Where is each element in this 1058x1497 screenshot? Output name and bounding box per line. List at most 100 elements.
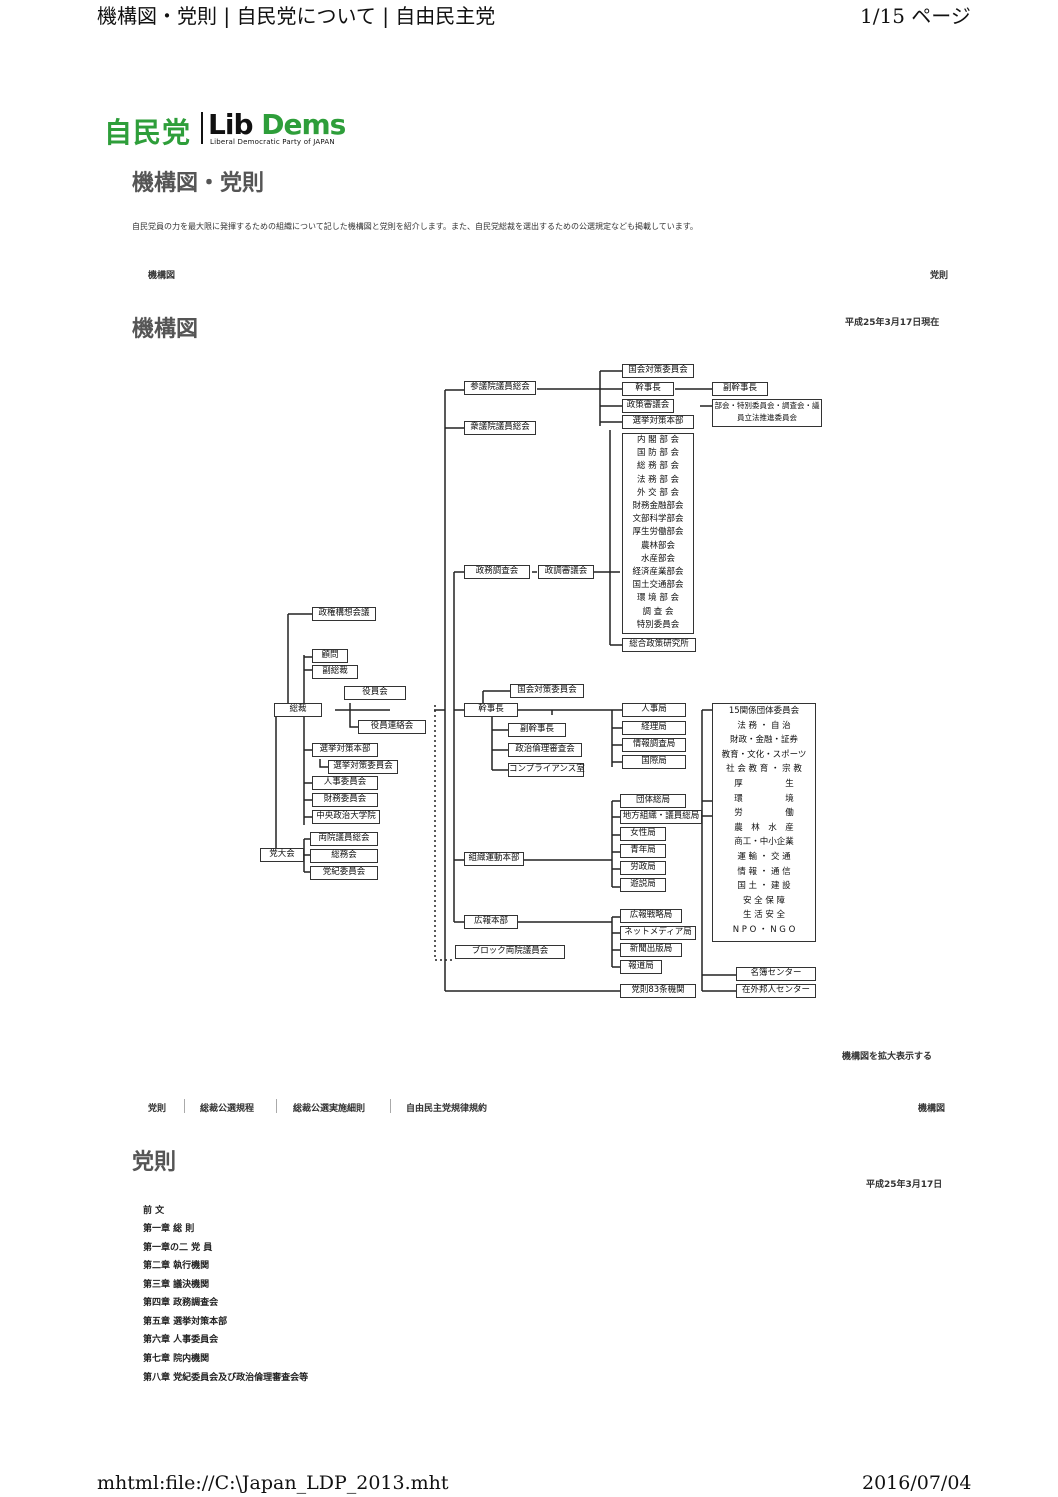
browser-print-date: 2016/07/04	[862, 1472, 972, 1494]
org-sogo-kenkyu: 総合政策研究所	[622, 638, 696, 652]
org-section-title: 機構図	[132, 317, 199, 342]
org-seimu-chosa: 政務調査会	[464, 565, 530, 579]
org-zaigai-center: 在外邦人センター	[736, 984, 816, 998]
tab-divider	[276, 1099, 277, 1113]
dantai-item: 国 土 ・ 建 設	[737, 881, 791, 892]
org-fukukanji-1: 副幹事長	[712, 382, 768, 396]
dantai-item: N P O ・ N G O	[732, 924, 796, 935]
org-kokusai: 国際局	[622, 755, 686, 769]
ldp-logo-jp[interactable]: 自民党	[104, 116, 192, 149]
org-seinen: 青年局	[620, 844, 666, 858]
org-zaimu-iin: 財務委員会	[312, 793, 378, 807]
tab-kousen-saisoku[interactable]: 総裁公選実施細則	[293, 1104, 366, 1114]
toc-item[interactable]: 第四章 政務調査会	[143, 1298, 219, 1308]
rules-section-date: 平成25年3月17日	[866, 1180, 943, 1190]
bukai-item: 財務金融部会	[632, 501, 684, 512]
org-bukai-list: 内 閣 部 会 国 防 部 会 総 務 部 会 法 務 部 会 外 交 部 会 …	[622, 433, 694, 634]
toc-item[interactable]: 第六章 人事委員会	[143, 1335, 219, 1345]
dantai-item: 財政・金融・証券	[729, 735, 798, 746]
org-fukukanji-2: 副幹事長	[508, 723, 566, 737]
logo-lib: Lib	[208, 108, 253, 141]
org-shinbun-shuppan: 新聞出版局	[620, 943, 682, 957]
org-komon: 顧問	[312, 649, 348, 663]
org-dantai-list: 15関係団体委員会 法 務 ・ 自 治 財政・金融・証券 教育・文化・スポーツ …	[712, 703, 816, 942]
org-taikai: 党大会	[260, 848, 304, 862]
dantai-item: 運 輸 ・ 交 通	[737, 851, 791, 862]
bukai-item: 厚生労働部会	[632, 527, 684, 538]
ldp-logo-en[interactable]: Lib Dems	[208, 108, 346, 141]
toc-item[interactable]: 第三章 議決機関	[143, 1280, 210, 1290]
dantai-item: 労 働	[734, 808, 794, 819]
org-bukai-note: 部会・特別委員会・調査会・議員立法推進委員会	[712, 399, 822, 427]
org-kokutai-2: 国会対策委員会	[510, 684, 584, 698]
tab-rules[interactable]: 党則	[930, 271, 949, 281]
dantai-item: 安 全 保 障	[742, 895, 786, 906]
org-block-ryoin: ブロック両院議員会	[455, 945, 565, 959]
bukai-item: 調 査 会	[642, 606, 674, 617]
toc-item[interactable]: 第五章 選挙対策本部	[143, 1317, 228, 1327]
dantai-item: 生 活 安 全	[742, 910, 786, 921]
org-jousoku-83: 党則83条機関	[620, 984, 696, 998]
tab-org-chart-bottom[interactable]: 機構図	[918, 1104, 946, 1114]
org-chiho-soshiki: 地方組織・議員総局	[620, 810, 702, 824]
org-senkyo-1: 選挙対策本部	[622, 415, 694, 429]
org-jinjikyoku: 人事局	[622, 703, 686, 717]
dantai-item: 社 会 教 育 ・ 宗 教	[726, 764, 802, 775]
bukai-item: 法 務 部 会	[636, 474, 680, 485]
org-chart: 参議院議員総会 衆議院議員総会 国会対策委員会 幹事長 副幹事長 政策審議会 部…	[250, 355, 830, 1000]
org-section-date: 平成25年3月17日現在	[845, 318, 940, 328]
toc-item[interactable]: 第八章 党紀委員会及び政治倫理審査会等	[143, 1373, 309, 1383]
org-seiken-kousou: 政権構想会議	[312, 607, 376, 621]
org-seicho-shingi: 政調審議会	[538, 565, 594, 579]
tab-divider	[390, 1099, 391, 1113]
org-sanin-gi: 参議院議員総会	[464, 381, 536, 395]
bukai-item: 経済産業部会	[632, 567, 684, 578]
toc-item[interactable]: 第二章 執行機関	[143, 1261, 210, 1271]
org-yakuin-renraku: 役員連絡会	[358, 720, 426, 734]
org-chuo-gakuin: 中央政治大学院	[312, 810, 380, 824]
dantai-item: 15関係団体委員会	[728, 706, 800, 716]
org-josei: 女性局	[620, 827, 666, 841]
org-sousai: 総裁	[274, 703, 322, 717]
toc-item[interactable]: 第一章 総 則	[143, 1224, 195, 1234]
dantai-item: 農 林 水 産	[734, 822, 794, 833]
org-kokutai-1: 国会対策委員会	[622, 364, 694, 378]
org-rosei: 労政局	[620, 861, 666, 875]
org-senkyo-iin: 選挙対策委員会	[328, 760, 398, 774]
bukai-item: 内 閣 部 会	[636, 435, 680, 445]
org-meibo-center: 名簿センター	[736, 967, 816, 981]
intro-text: 自民党員の力を最大限に発揮するための組織について記した機構図と党則を紹介します。…	[132, 222, 698, 231]
page-title: 機構図・党則	[132, 171, 265, 196]
logo-subtitle: Liberal Democratic Party of JAPAN	[210, 138, 335, 146]
bukai-item: 外 交 部 会	[636, 487, 680, 498]
toc-item[interactable]: 前 文	[143, 1206, 165, 1216]
org-soshiki-undo: 組織運動本部	[464, 852, 524, 866]
toc-item[interactable]: 第一章の二 党 員	[143, 1243, 213, 1253]
browser-page-number: 1/15 ページ	[860, 4, 971, 28]
logo-divider	[201, 112, 203, 144]
bukai-item: 国土交通部会	[632, 580, 684, 591]
dantai-item: 情 報 ・ 通 信	[737, 866, 791, 877]
org-seiji-rinri: 政治倫理審査会	[508, 743, 582, 757]
tab-org-chart[interactable]: 機構図	[148, 271, 176, 281]
org-dantai-sokyoku: 団体総局	[620, 794, 686, 808]
tab-toosoku[interactable]: 党則	[148, 1104, 167, 1114]
browser-file-path: mhtml:file://C:\Japan_LDP_2013.mht	[97, 1472, 449, 1494]
org-yakuinkai: 役員会	[344, 686, 406, 700]
browser-page-title: 機構図・党則 | 自民党について | 自由民主党	[97, 4, 496, 28]
logo-dems: Dems	[261, 108, 346, 141]
org-koho-senryaku: 広報戦略局	[620, 909, 682, 923]
org-keirikyoku: 経理局	[622, 721, 686, 735]
org-ryoin-gi: 両院議員総会	[310, 832, 378, 846]
tab-kiritsu-kiyaku[interactable]: 自由民主党規律規約	[406, 1104, 488, 1114]
bukai-item: 農林部会	[640, 540, 675, 551]
bukai-item: 文部科学部会	[632, 514, 684, 525]
org-kanjicho-2: 幹事長	[464, 703, 518, 717]
org-jinji-iin: 人事委員会	[312, 776, 378, 790]
rules-section-title: 党則	[132, 1150, 177, 1175]
toc-item[interactable]: 第七章 院内機関	[143, 1354, 210, 1364]
org-senkyo-2: 選挙対策本部	[312, 743, 378, 757]
tab-sousai-kousen[interactable]: 総裁公選規程	[200, 1104, 255, 1114]
dantai-item: 法 務 ・ 自 治	[737, 720, 791, 731]
enlarge-chart-link[interactable]: 機構図を拡大表示する	[842, 1052, 933, 1062]
